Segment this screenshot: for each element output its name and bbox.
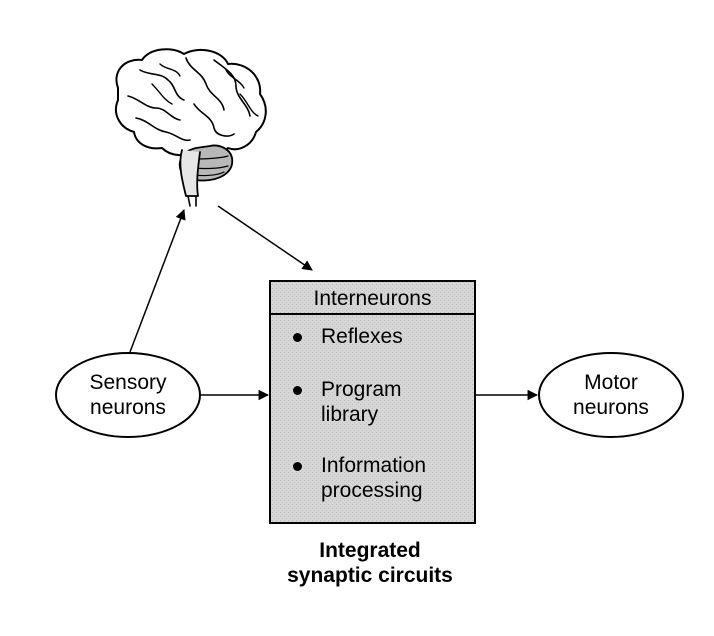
caption-line2: synaptic circuits: [287, 564, 453, 587]
bullet-item-information-processing: Information processing: [321, 453, 426, 503]
sensory-line1: Sensory: [89, 371, 167, 394]
motor-neurons-label: Motor neurons: [551, 370, 671, 420]
bullet-item-line: processing: [321, 479, 423, 502]
arrow-brain-to-interneurons: [217, 205, 313, 271]
interneurons-box: [269, 280, 476, 524]
bullet-item-line: Reflexes: [321, 325, 403, 348]
motor-neurons-ellipse: [538, 352, 684, 438]
bullet-item-line: Program: [321, 378, 402, 401]
sensory-line2: neurons: [90, 396, 166, 419]
bullet-item-line: library: [321, 403, 379, 426]
bullet-dot: [293, 333, 302, 342]
bullet-item-program-library: Program library: [321, 377, 402, 427]
interneurons-title: Interneurons: [313, 287, 432, 310]
brain-icon: [115, 48, 267, 207]
bullet-dot: [293, 386, 302, 395]
caption-line1: Integrated: [319, 539, 421, 562]
motor-line2: neurons: [573, 396, 649, 419]
bullet-item-line: Information: [321, 454, 427, 477]
bullet-item-reflexes: Reflexes: [321, 324, 403, 349]
motor-line1: Motor: [584, 371, 638, 394]
arrow-sensory-to-brain: [129, 209, 186, 353]
bullet-dot: [293, 462, 302, 471]
sensory-neurons-label: Sensory neurons: [68, 370, 188, 420]
diagram-caption: Integrated synaptic circuits: [200, 538, 540, 588]
